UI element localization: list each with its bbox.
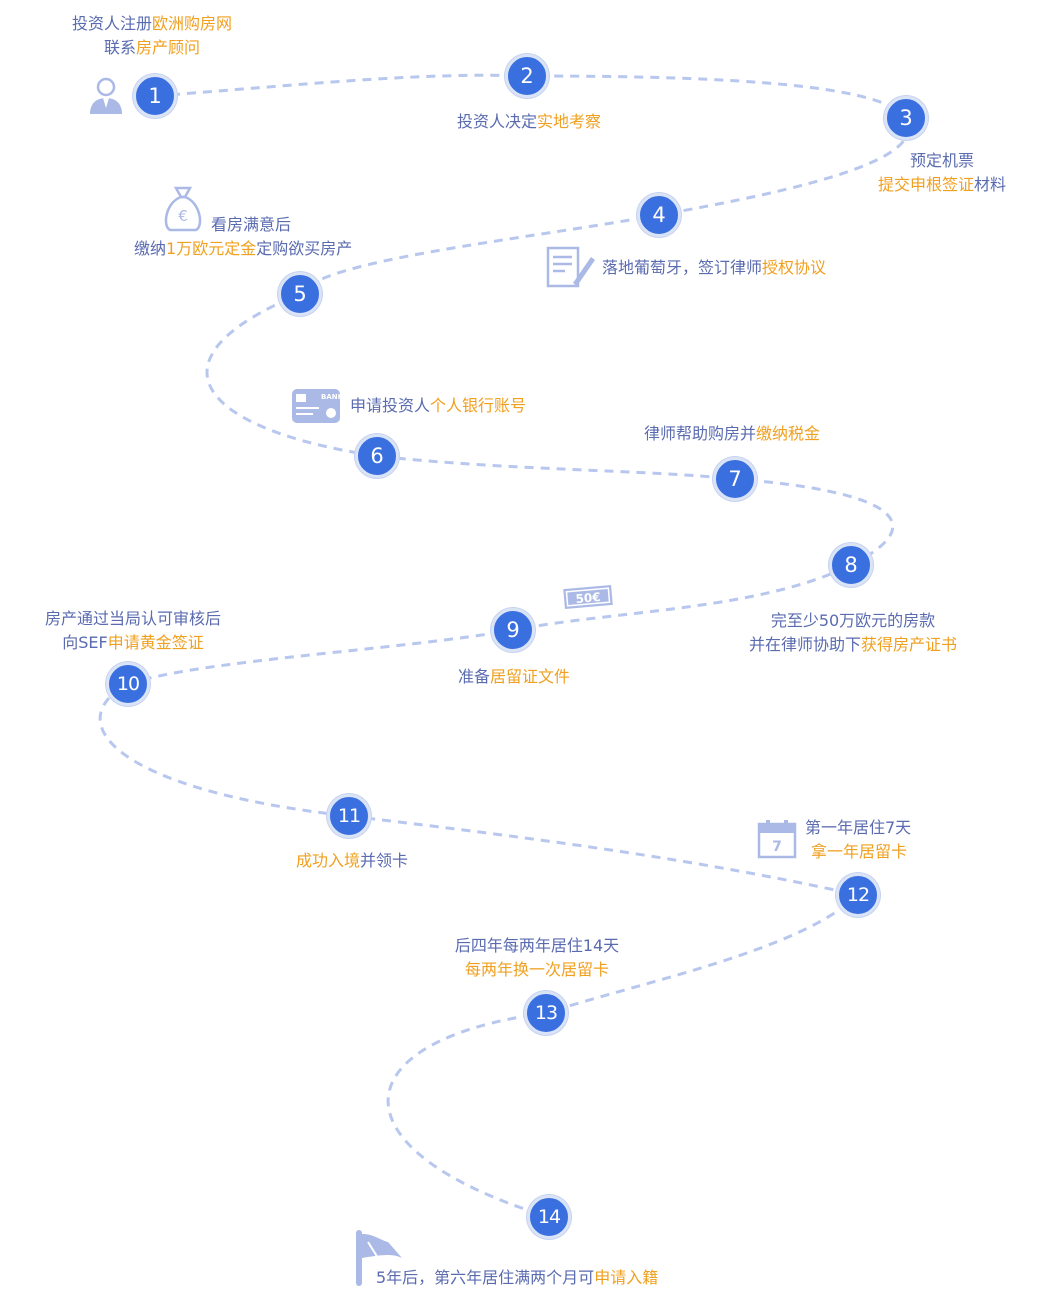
label-text: 后四年每两年居住14天 [454, 936, 620, 955]
label-line: 申请投资人个人银行账号 [350, 394, 526, 418]
highlight-text: 个人银行账号 [430, 396, 527, 415]
label-text: 第一年居住7天 [805, 818, 912, 837]
step-13-marker: 13 [524, 991, 568, 1035]
step-8-marker: 8 [829, 543, 873, 587]
label-line: 投资人注册欧洲购房网 [72, 12, 232, 36]
label-text: 完至少50万欧元的房款 [770, 611, 936, 630]
highlight-text: 拿一年居留卡 [811, 842, 908, 861]
user-icon [86, 76, 126, 120]
svg-text:€: € [178, 207, 188, 225]
step-7-marker: 7 [713, 457, 757, 501]
step-3-marker: 3 [884, 96, 928, 140]
highlight-text: 申请入籍 [594, 1268, 659, 1287]
label-line: 成功入境并领卡 [296, 849, 408, 873]
label-line: 向SEF申请黄金签证 [45, 631, 221, 655]
label-line: 5年后，第六年居住满两个月可申请入籍 [376, 1266, 658, 1290]
label-text: 看房满意后 [211, 215, 292, 234]
label-text: 申请投资人 [350, 396, 431, 415]
label-text: 联系 [103, 38, 136, 57]
step-9-label: 准备居留证文件 [458, 665, 570, 689]
label-line: 缴纳1万欧元定金定购欲买房产 [134, 237, 352, 261]
label-line: 预定机票 [878, 149, 1006, 173]
svg-text:7: 7 [772, 839, 782, 855]
label-text: 房产通过当局认可审核后 [44, 609, 222, 628]
step-13-label: 后四年每两年居住14天每两年换一次居留卡 [455, 934, 619, 982]
label-text: 缴纳 [134, 239, 167, 258]
highlight-text: 授权协议 [762, 258, 827, 277]
label-line: 联系房产顾问 [72, 36, 232, 60]
label-text: 投资人注册 [71, 14, 152, 33]
highlight-text: 1万欧元定金 [166, 239, 257, 258]
svg-text:50€: 50€ [575, 590, 601, 606]
label-line: 准备居留证文件 [458, 665, 570, 689]
step-11-marker: 11 [327, 794, 371, 838]
label-line: 提交申根签证材料 [878, 173, 1006, 197]
label-text: 投资人决定 [456, 112, 537, 131]
step-1-label: 投资人注册欧洲购房网联系房产顾问 [72, 12, 232, 60]
label-line: 房产通过当局认可审核后 [45, 607, 221, 631]
step-5-marker: 5 [278, 272, 322, 316]
step-10-label: 房产通过当局认可审核后向SEF申请黄金签证 [45, 607, 221, 655]
step-12-marker: 12 [836, 873, 880, 917]
highlight-text: 提交申根签证 [877, 175, 974, 194]
euro-moneybag-icon: € [160, 184, 206, 238]
label-text: 并在律师协助下 [748, 635, 861, 654]
flag-icon [354, 1228, 410, 1292]
highlight-text: 房产顾问 [136, 38, 201, 57]
highlight-text: 欧洲购房网 [152, 14, 233, 33]
step-4-marker: 4 [637, 193, 681, 237]
label-line: 落地葡萄牙，签订律师授权协议 [602, 256, 826, 280]
label-line: 律师帮助购房并缴纳税金 [644, 422, 820, 446]
highlight-text: 实地考察 [537, 112, 602, 131]
label-text: 律师帮助购房并 [643, 424, 756, 443]
label-line: 完至少50万欧元的房款 [749, 609, 957, 633]
step-8-label: 完至少50万欧元的房款并在律师协助下获得房产证书 [749, 609, 957, 657]
step-12-label: 第一年居住7天拿一年居留卡 [805, 816, 911, 864]
step-14-label: 5年后，第六年居住满两个月可申请入籍 [376, 1266, 658, 1290]
bank-card-icon: BANK [291, 388, 344, 428]
step-2-label: 投资人决定实地考察 [457, 110, 601, 134]
euro-banknote-icon: 50€ [562, 584, 614, 614]
label-line: 看房满意后 [134, 213, 352, 237]
label-text: 5年后，第六年居住满两个月可 [376, 1268, 595, 1287]
step-1-marker: 1 [133, 74, 177, 118]
highlight-text: 缴纳税金 [756, 424, 821, 443]
label-line: 并在律师协助下获得房产证书 [749, 633, 957, 657]
step-5-label: 看房满意后缴纳1万欧元定金定购欲买房产 [134, 213, 352, 261]
step-2-marker: 2 [505, 54, 549, 98]
highlight-text: 每两年换一次居留卡 [464, 960, 609, 979]
step-10-marker: 10 [106, 662, 150, 706]
label-line: 投资人决定实地考察 [457, 110, 601, 134]
highlight-text: 居留证文件 [490, 667, 571, 686]
label-text: 预定机票 [909, 151, 974, 170]
calendar-icon: 7 [756, 818, 798, 864]
label-line: 后四年每两年居住14天 [455, 934, 619, 958]
step-9-marker: 9 [491, 608, 535, 652]
highlight-text: 成功入境 [295, 851, 360, 870]
step-6-marker: 6 [355, 434, 399, 478]
step-11-label: 成功入境并领卡 [296, 849, 408, 873]
label-text: 准备 [457, 667, 490, 686]
highlight-text: 获得房产证书 [861, 635, 958, 654]
step-4-label: 落地葡萄牙，签订律师授权协议 [602, 256, 826, 280]
step-3-label: 预定机票提交申根签证材料 [878, 149, 1006, 197]
step-6-label: 申请投资人个人银行账号 [350, 394, 526, 418]
label-line: 每两年换一次居留卡 [455, 958, 619, 982]
label-text: 定购欲买房产 [256, 239, 353, 258]
label-line: 拿一年居留卡 [805, 840, 911, 864]
document-sign-icon [545, 245, 597, 293]
svg-text:BANK: BANK [321, 393, 341, 401]
step-14-marker: 14 [527, 1195, 571, 1239]
step-7-label: 律师帮助购房并缴纳税金 [644, 422, 820, 446]
label-line: 第一年居住7天 [805, 816, 911, 840]
label-text: 向SEF [62, 633, 108, 652]
label-text: 材料 [974, 175, 1007, 194]
label-text: 并领卡 [360, 851, 409, 870]
label-text: 落地葡萄牙，签订律师 [602, 258, 763, 277]
highlight-text: 申请黄金签证 [107, 633, 204, 652]
